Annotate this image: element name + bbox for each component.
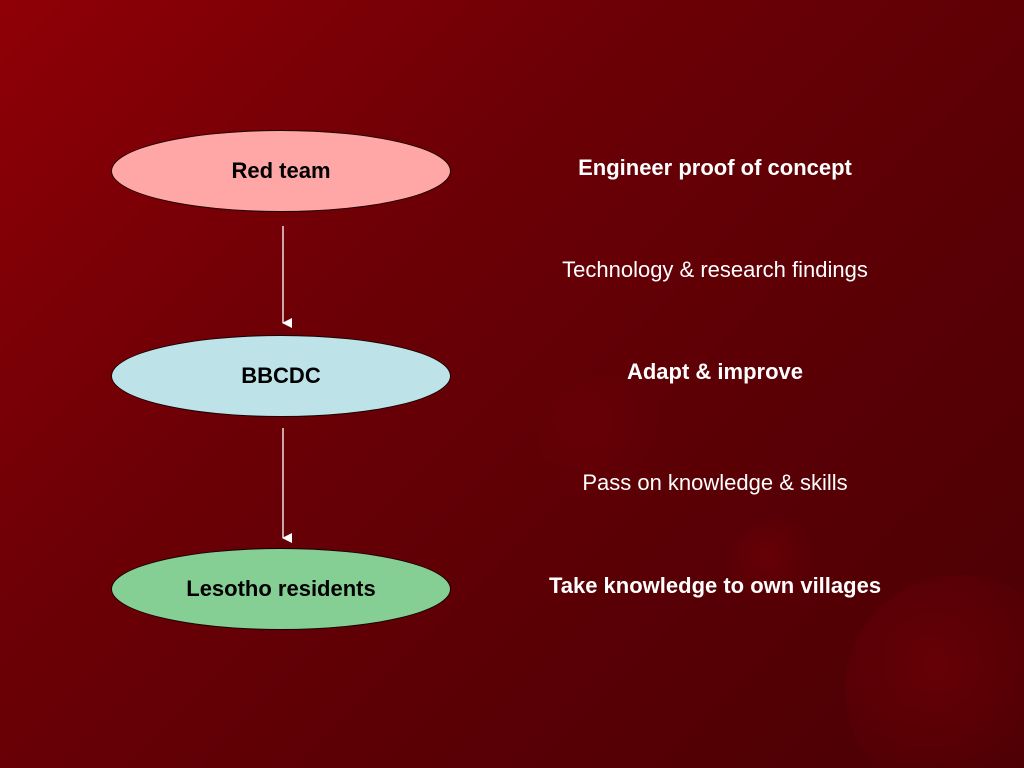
annotation-engineer-proof: Engineer proof of concept xyxy=(578,155,852,180)
annotation-take-knowledge: Take knowledge to own villages xyxy=(548,573,882,598)
node-label: Red team xyxy=(231,158,331,183)
node-label: BBCDC xyxy=(241,363,321,388)
annotation-adapt-improve: Adapt & improve xyxy=(626,359,804,384)
node-bbcdc: BBCDC xyxy=(111,335,451,417)
node-red-team: Red team xyxy=(111,130,451,212)
node-label: Lesotho residents xyxy=(186,576,376,601)
annotation-pass-on-knowledge: Pass on knowledge & skills xyxy=(582,470,848,495)
decorative-circle xyxy=(845,575,1024,768)
annotation-technology-findings: Technology & research findings xyxy=(562,257,868,282)
node-lesotho-residents: Lesotho residents xyxy=(111,548,451,630)
